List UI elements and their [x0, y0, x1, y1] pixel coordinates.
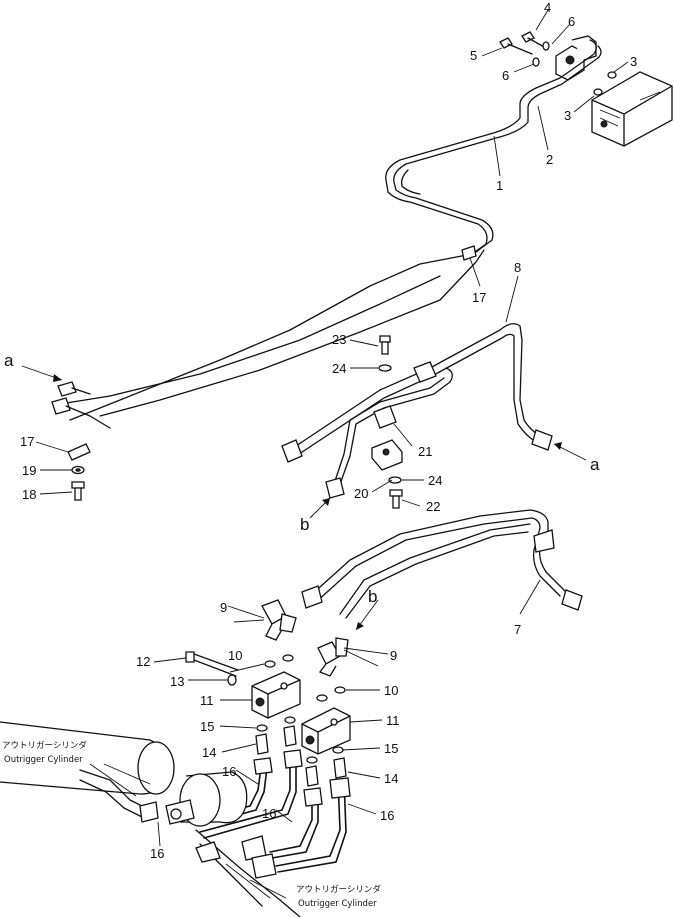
bolt-22 [389, 489, 403, 509]
callout-10-right: 10 [384, 683, 398, 698]
callout-1: 1 [496, 178, 503, 193]
hoses-16 [199, 749, 351, 879]
callout-15-right: 15 [384, 741, 398, 756]
callout-18: 18 [22, 487, 36, 502]
o-rings-15 [256, 716, 344, 764]
pipe-clip [413, 361, 437, 383]
washer-24-top [378, 364, 392, 372]
callout-20: 20 [354, 486, 368, 501]
callout-15-left: 15 [200, 719, 214, 734]
leader-lines [21, 9, 629, 899]
callout-24-top: 24 [332, 361, 346, 376]
elbow-9-right [317, 637, 349, 677]
callout-11-left: 11 [200, 693, 214, 708]
callout-19: 19 [22, 463, 36, 478]
bolt-12 [185, 651, 239, 677]
callout-17-right: 17 [472, 290, 486, 305]
connection-b-left: b [300, 515, 309, 534]
bolt-5 [499, 37, 533, 55]
valve-block-11-left [251, 671, 301, 719]
bolt-23 [379, 335, 391, 355]
callout-labels: 4 5 6 6 3 3 1 2 17 8 a 17 19 18 23 24 21… [4, 0, 637, 861]
clamp-21 [373, 405, 397, 429]
hose-7 [301, 509, 583, 619]
note-outrigger-right-en: Outrigger Cylinder [298, 899, 377, 909]
bolt-18 [71, 481, 85, 501]
o-ring-3 [593, 71, 617, 96]
clamp-17-right [461, 245, 477, 261]
callout-14-left: 14 [202, 745, 216, 760]
callout-22: 22 [426, 499, 440, 514]
callout-13: 13 [170, 674, 184, 689]
outrigger-notes: アウトリガーシリンダ Outrigger Cylinder アウトリガーシリンダ… [2, 740, 381, 909]
callout-16-b: 16 [262, 806, 276, 821]
washer-24-bottom [388, 476, 402, 484]
callout-7: 7 [514, 622, 521, 637]
control-valve [591, 71, 673, 147]
adapters-14 [255, 725, 347, 787]
callout-9-left: 9 [220, 600, 227, 615]
callout-2: 2 [546, 152, 553, 167]
flange-fitting [555, 35, 597, 81]
callout-10-left: 10 [228, 648, 242, 663]
callout-14-right: 14 [384, 771, 398, 786]
elbow-9-left [261, 599, 297, 641]
callout-16-c: 16 [380, 808, 394, 823]
callout-6-bottom: 6 [502, 68, 509, 83]
callout-6-top: 6 [568, 14, 575, 29]
pipe-1-2 [59, 39, 602, 421]
hose-b [325, 367, 453, 499]
washer-6 [532, 41, 550, 67]
connection-a-right: a [590, 455, 600, 474]
outrigger-cylinder-right [165, 771, 301, 917]
callout-11-right: 11 [386, 713, 400, 728]
note-outrigger-left-jp: アウトリガーシリンダ [2, 740, 87, 751]
callout-23: 23 [332, 332, 346, 347]
o-rings-10 [264, 654, 346, 702]
hose-8 [281, 323, 553, 463]
callout-4: 4 [544, 0, 551, 15]
callout-16-d: 16 [150, 846, 164, 861]
washer-19 [71, 465, 85, 475]
outrigger-cylinder-left [0, 721, 175, 823]
note-outrigger-right-jp: アウトリガーシリンダ [296, 884, 381, 895]
callout-9-right: 9 [390, 648, 397, 663]
callout-24-bottom: 24 [428, 473, 442, 488]
note-outrigger-left-en: Outrigger Cylinder [4, 755, 83, 765]
callout-21: 21 [418, 444, 432, 459]
bracket-20 [371, 439, 403, 471]
callout-3-top: 3 [630, 54, 637, 69]
callout-12: 12 [136, 654, 150, 669]
connection-a-left: a [4, 351, 14, 370]
valve-block-11-right [301, 707, 351, 755]
callout-8: 8 [514, 260, 521, 275]
callout-16-a: 16 [222, 764, 236, 779]
connection-b-right: b [368, 587, 377, 606]
callout-5: 5 [470, 48, 477, 63]
pipe-end-fitting-left [51, 381, 111, 429]
clamp-17-left [67, 443, 91, 461]
callout-3-bottom: 3 [564, 108, 571, 123]
washer-13 [227, 674, 237, 686]
callout-17-left: 17 [20, 434, 34, 449]
